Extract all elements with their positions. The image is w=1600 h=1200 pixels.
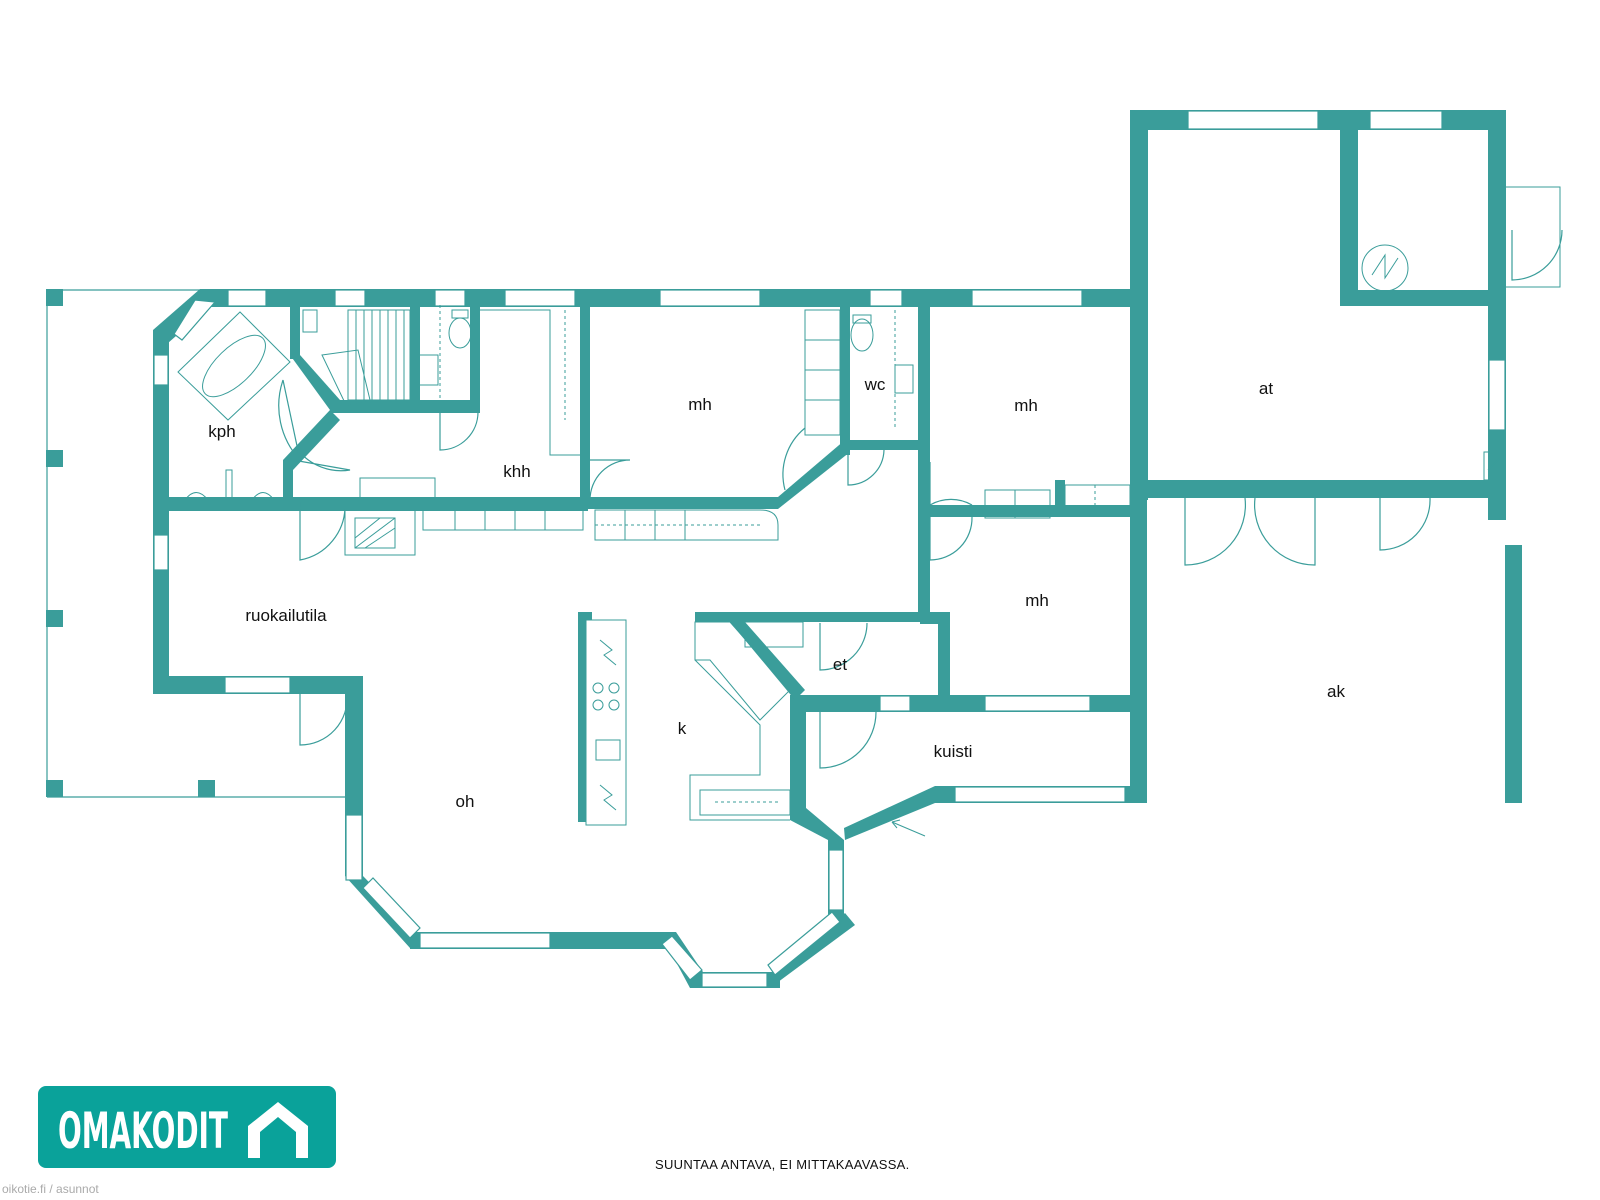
bathtub-icon bbox=[177, 311, 291, 421]
toilet-icon bbox=[448, 309, 472, 349]
room-label-ak: ak bbox=[1327, 682, 1345, 701]
omakodit-logo: OMAKODIT bbox=[38, 1086, 336, 1168]
fireplace-icon bbox=[344, 509, 416, 556]
doors bbox=[278, 186, 1563, 769]
room-label-kph: kph bbox=[208, 422, 235, 441]
room-label-oh: oh bbox=[456, 792, 475, 811]
disclaimer-text: SUUNTAA ANTAVA, EI MITTAKAAVASSA. bbox=[655, 1157, 910, 1172]
stairs bbox=[321, 309, 411, 406]
terrace bbox=[46, 289, 345, 798]
kitchen-island bbox=[585, 619, 627, 826]
room-labels: kph khh mh wc mh at mh ruokailutila k et… bbox=[208, 375, 1345, 811]
watermark-text: oikotie.fi / asunnot bbox=[2, 1182, 99, 1196]
room-label-ruokailutila: ruokailutila bbox=[245, 606, 327, 625]
windows bbox=[153, 110, 1506, 988]
room-label-kuisti: kuisti bbox=[934, 742, 973, 761]
logo-text: OMAKODIT bbox=[58, 1102, 228, 1160]
house-icon bbox=[248, 1102, 308, 1158]
room-label-wc: wc bbox=[864, 375, 886, 394]
fixtures bbox=[177, 244, 1505, 837]
room-label-mh: mh bbox=[1014, 396, 1038, 415]
room-label-khh: khh bbox=[503, 462, 530, 481]
room-label-mh: mh bbox=[688, 395, 712, 414]
room-label-et: et bbox=[833, 655, 847, 674]
room-label-k: k bbox=[678, 719, 687, 738]
room-label-at: at bbox=[1259, 379, 1273, 398]
room-label-mh: mh bbox=[1025, 591, 1049, 610]
